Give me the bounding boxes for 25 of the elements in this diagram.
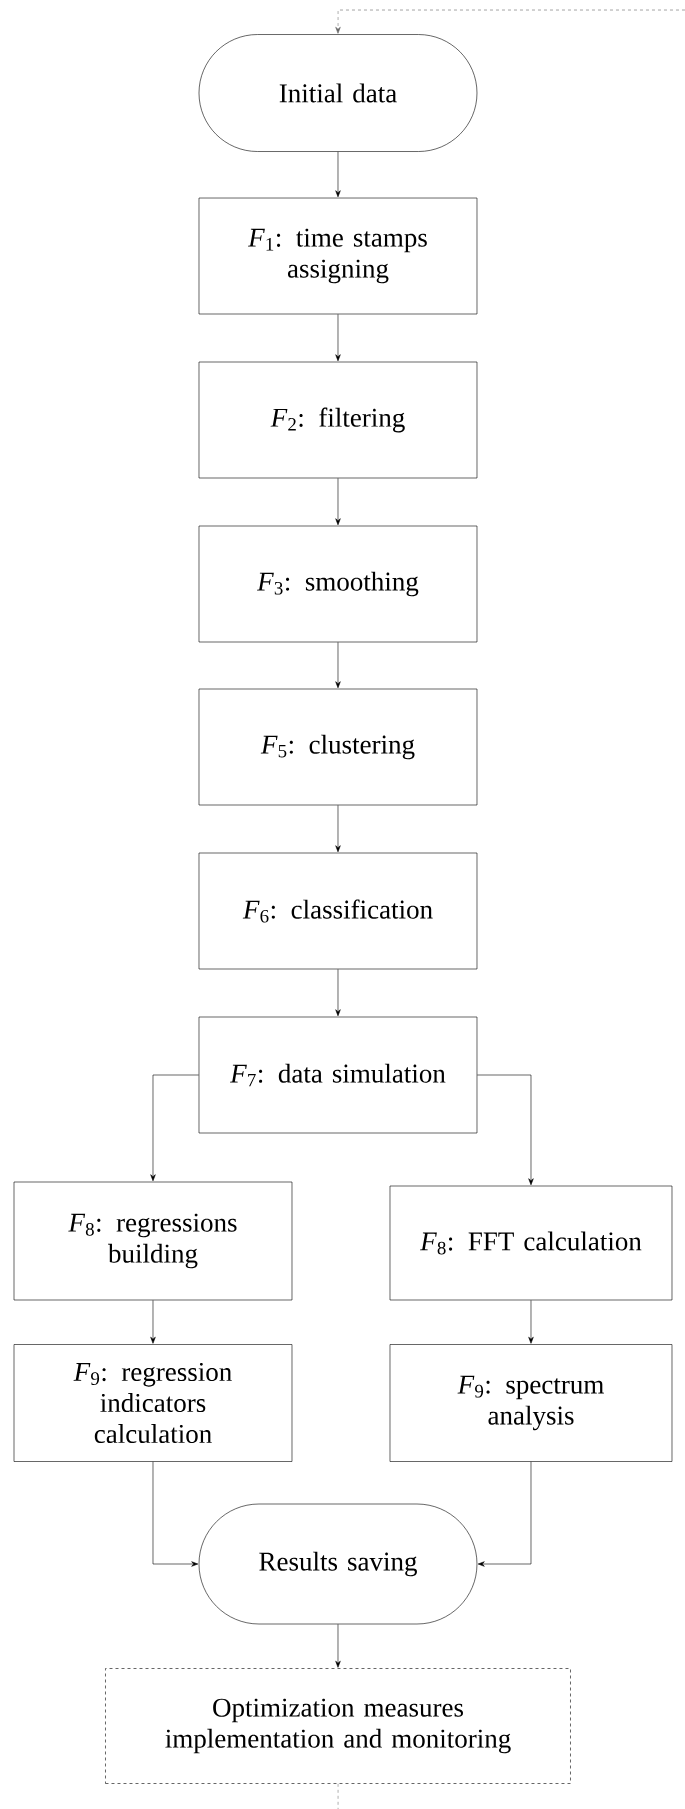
arrow <box>335 9 685 34</box>
arrow <box>335 1624 341 1668</box>
arrow <box>152 1461 199 1567</box>
arrow <box>528 1300 534 1344</box>
process-box: Optimization measures implementation and monitoring <box>105 1668 571 1784</box>
arrow <box>335 805 341 853</box>
arrow <box>477 1461 532 1567</box>
process-box: F$_{6}$: classification <box>198 852 478 970</box>
arrow <box>335 151 341 198</box>
process-box: F$_{7}$: data simulation <box>198 1016 478 1134</box>
arrow <box>335 642 341 689</box>
arrow <box>335 969 341 1017</box>
arrow <box>150 1074 199 1182</box>
process-box: F$_{2}$: filtering <box>198 361 478 479</box>
process-box: F$_{9}$: regression indicators calculation <box>13 1344 293 1462</box>
process-box: F$_{8}$: regressions building <box>13 1181 293 1301</box>
process-box: F$_{1}$: time stamps assigning <box>198 197 478 315</box>
arrow <box>335 314 341 362</box>
process-box: F$_{3}$: smoothing <box>198 525 478 643</box>
process-box: F$_{5}$: clustering <box>198 688 478 806</box>
arrow <box>150 1300 156 1344</box>
arrow <box>335 478 341 526</box>
arrow <box>477 1074 534 1186</box>
process-box: F$_{9}$: spectrum analysis <box>389 1344 673 1462</box>
process-box: F$_{8}$: FFT calculation <box>389 1185 673 1301</box>
